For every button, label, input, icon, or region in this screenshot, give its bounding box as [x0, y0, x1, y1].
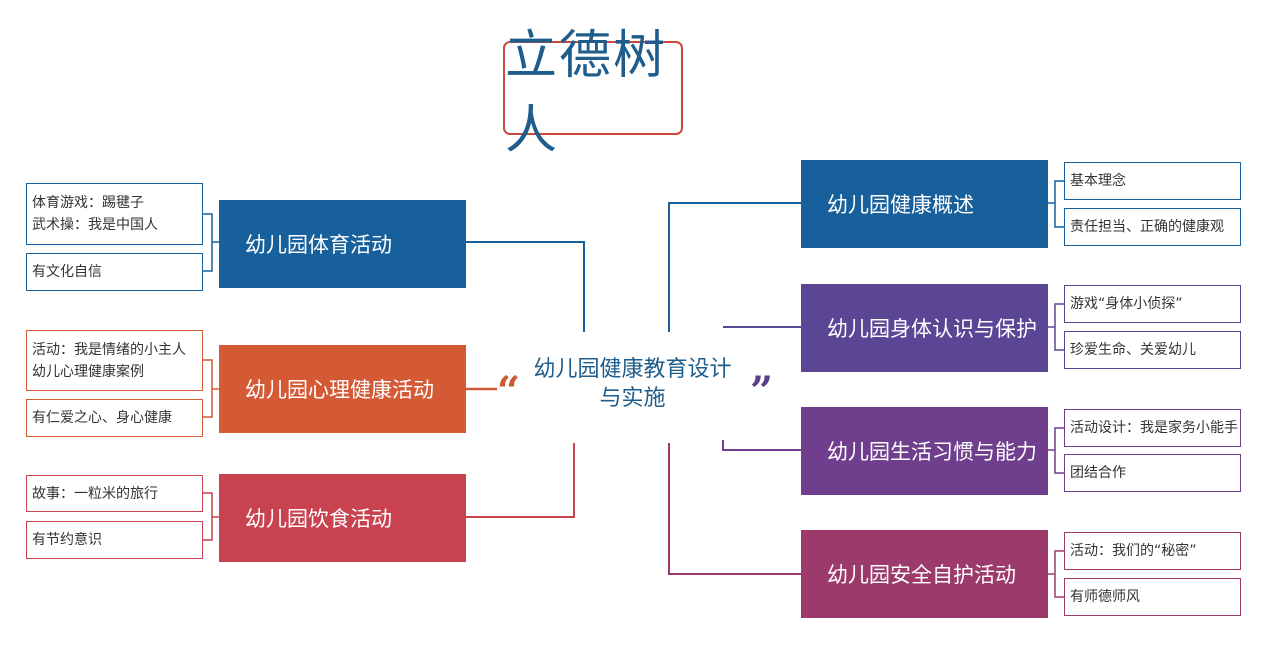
leaf-line: 团结合作 — [1070, 465, 1126, 481]
center-topic: 幼儿园健康教育设计与实施 — [533, 357, 732, 411]
leaf-chores-activity: 活动设计：我是家务小能手 — [1064, 409, 1241, 447]
connector-center-habits — [722, 440, 801, 451]
connector-center-overview — [668, 202, 801, 332]
leaf-secret-activity: 活动：我们的“秘密” — [1064, 532, 1241, 570]
leaf-line: 责任担当、正确的健康观 — [1070, 219, 1224, 235]
leaf-rice-story: 故事：一粒米的旅行 — [26, 475, 203, 512]
topic-label: 幼儿园心理健康活动 — [245, 378, 434, 402]
leaf-teamwork: 团结合作 — [1064, 454, 1241, 492]
leaf-line: 活动：我们的“秘密” — [1070, 543, 1197, 559]
topic-body-awareness: 幼儿园身体认识与保护 — [801, 284, 1048, 372]
leaf-line: 故事：一粒米的旅行 — [32, 485, 158, 502]
leaf-sports-activities: 体育游戏：踢毽子 武术操：我是中国人 — [26, 183, 203, 245]
leaf-line: 有师德师风 — [1070, 589, 1140, 605]
leaf-body-detective-game: 游戏“身体小侦探” — [1064, 285, 1241, 323]
leaf-line: 有文化自信 — [32, 264, 102, 280]
bracket-safety — [1054, 550, 1064, 598]
leaf-line: 体育游戏：踢毽子 — [32, 195, 144, 211]
leaf-line: 有节约意识 — [32, 532, 102, 548]
leaf-line: 武术操：我是中国人 — [32, 217, 158, 233]
topic-sports-activity: 幼儿园体育活动 — [219, 200, 466, 288]
bracket-body — [1054, 303, 1064, 351]
bracket-sports — [203, 213, 213, 272]
leaf-thrift: 有节约意识 — [26, 521, 203, 559]
topic-safety-self-protection: 幼儿园安全自护活动 — [801, 530, 1048, 618]
topic-label: 幼儿园体育活动 — [245, 233, 392, 257]
topic-mental-health-activity: 幼儿园心理健康活动 — [219, 345, 466, 433]
bracket-habits — [1054, 427, 1064, 474]
leaf-mental-activities: 活动：我是情绪的小主人 幼儿心理健康案例 — [26, 330, 203, 391]
topic-label: 幼儿园生活习惯与能力 — [827, 440, 1037, 464]
leaf-cultural-confidence: 有文化自信 — [26, 253, 203, 291]
leaf-line: 游戏“身体小侦探” — [1070, 296, 1183, 312]
leaf-line: 珍爱生命、关爱幼儿 — [1070, 342, 1196, 358]
bracket-mental — [203, 359, 213, 418]
bracket-overview — [1054, 180, 1064, 228]
leaf-line: 活动设计：我是家务小能手 — [1070, 420, 1238, 436]
topic-diet-activity: 幼儿园饮食活动 — [219, 474, 466, 562]
topic-label: 幼儿园身体认识与保护 — [827, 317, 1037, 341]
topic-label: 幼儿园饮食活动 — [245, 507, 392, 531]
close-quote-mark: ” — [750, 368, 774, 415]
leaf-line: 基本理念 — [1070, 173, 1126, 189]
leaf-line: 有仁爱之心、身心健康 — [32, 410, 172, 426]
connector-center-safety — [668, 443, 801, 575]
leaf-basic-concept: 基本理念 — [1064, 162, 1241, 200]
leaf-teacher-ethics: 有师德师风 — [1064, 578, 1241, 616]
leaf-responsibility: 责任担当、正确的健康观 — [1064, 208, 1241, 246]
leaf-line: 活动：我是情绪的小主人 — [32, 341, 186, 358]
connector-center-diet — [466, 443, 575, 518]
connector-center-sports — [466, 241, 585, 332]
leaf-line: 幼儿心理健康案例 — [32, 363, 144, 380]
open-quote-mark: “ — [497, 368, 521, 415]
leaf-cherish-life: 珍爱生命、关爱幼儿 — [1064, 331, 1241, 369]
topic-label: 幼儿园健康概述 — [827, 193, 974, 217]
main-title: 立德树人 — [503, 26, 683, 161]
topic-health-overview: 幼儿园健康概述 — [801, 160, 1048, 248]
topic-label: 幼儿园安全自护活动 — [827, 563, 1016, 587]
bracket-diet — [203, 492, 213, 541]
leaf-benevolence: 有仁爱之心、身心健康 — [26, 399, 203, 437]
topic-living-habits: 幼儿园生活习惯与能力 — [801, 407, 1048, 495]
